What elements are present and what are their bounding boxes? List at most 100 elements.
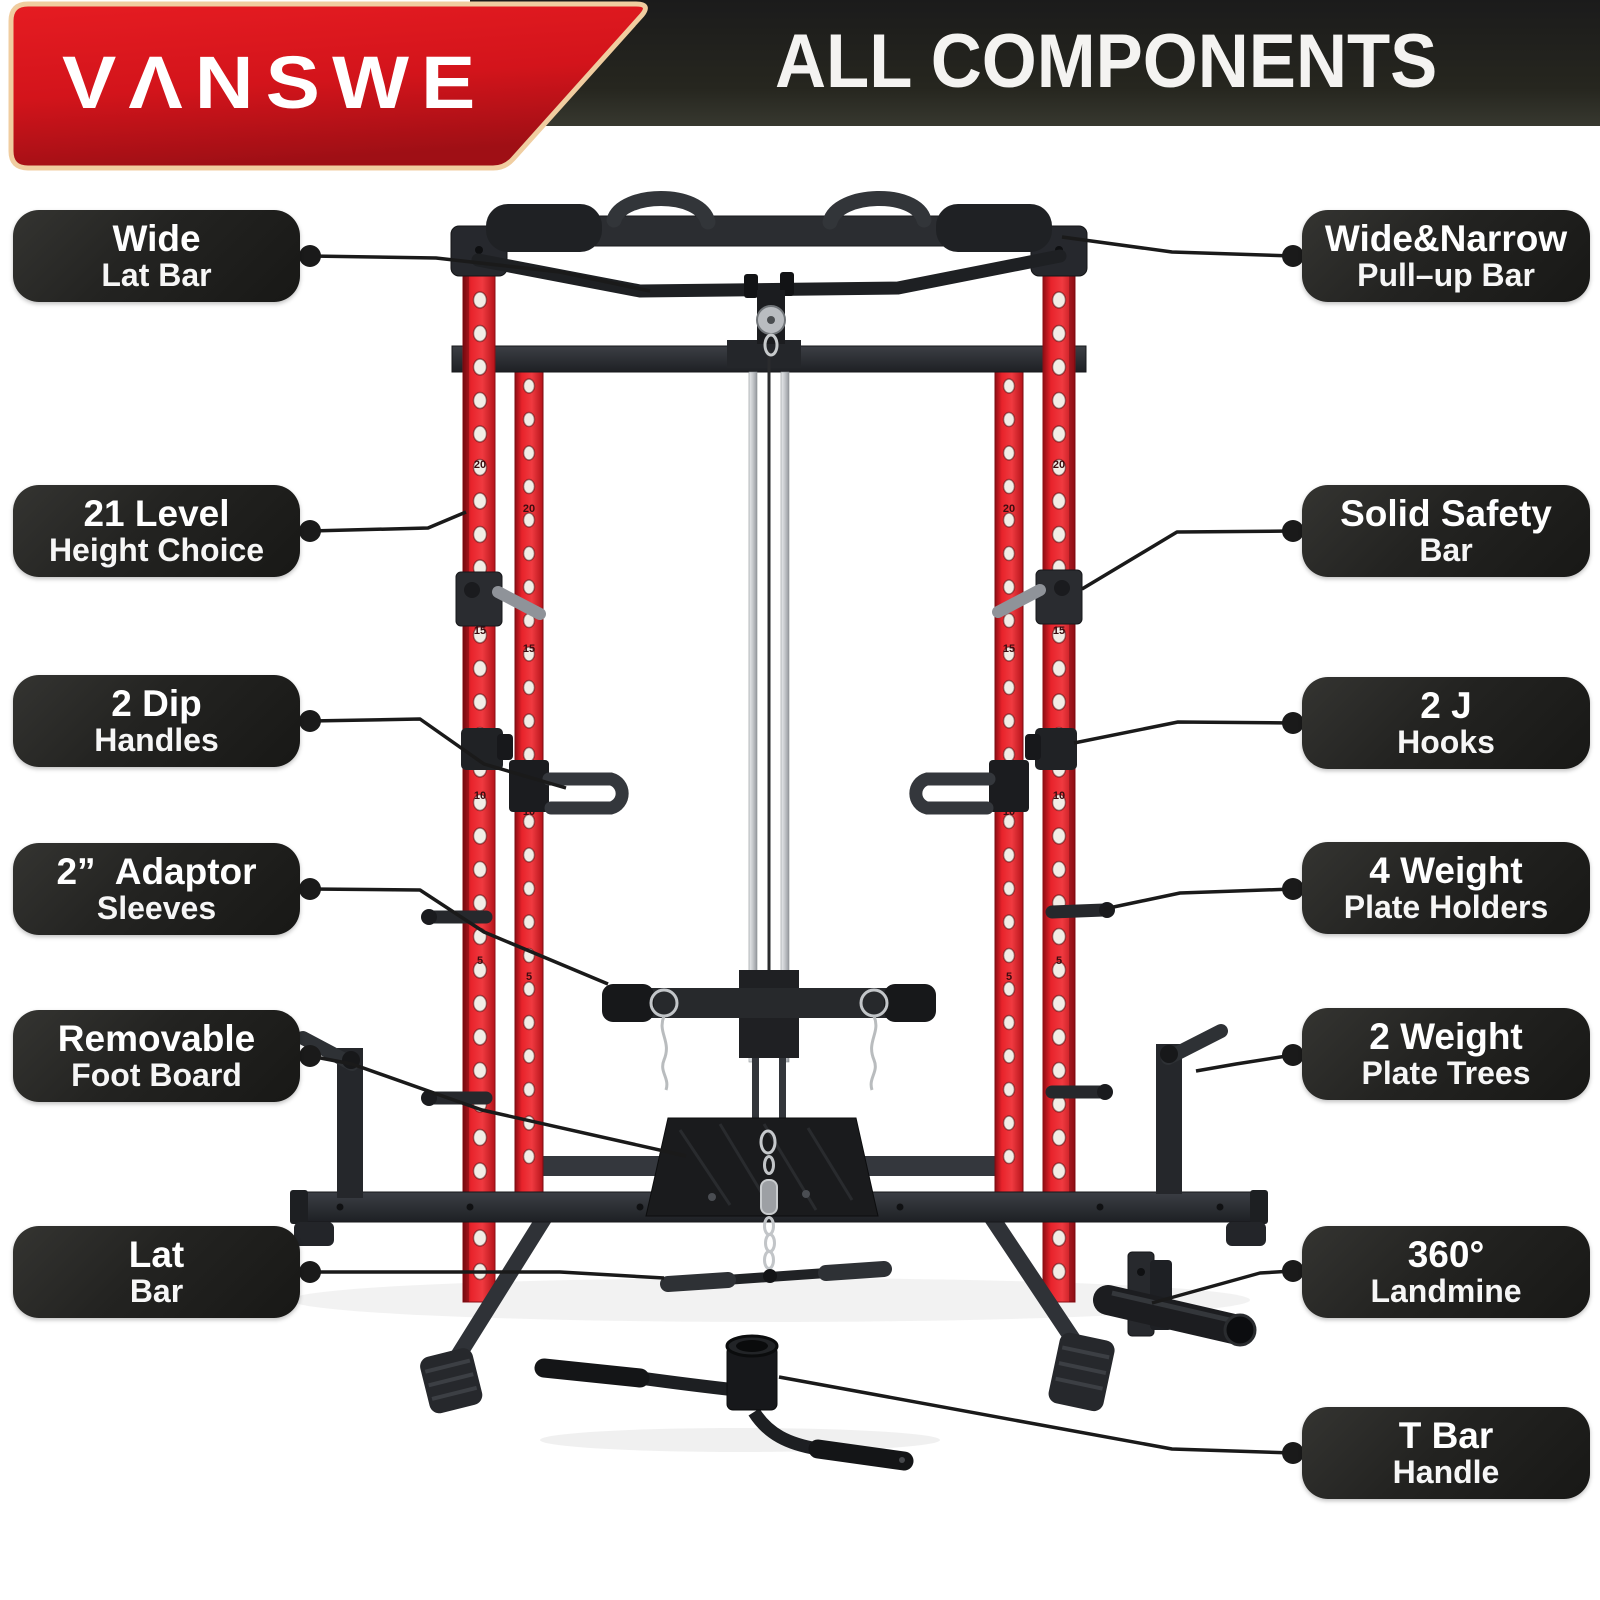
upright-hole [522, 646, 536, 662]
upright-hole [472, 626, 488, 644]
upright-hole [472, 525, 488, 544]
label-removable-foot-board: Removable Foot Board [13, 1010, 300, 1102]
label-line1: Lat [128, 1234, 185, 1276]
connector-safety-bar [1081, 529, 1294, 591]
upright-hole [472, 793, 488, 812]
label-360-landmine: 360° Landmine [1302, 1226, 1590, 1318]
label-line2: Hooks [1397, 723, 1495, 760]
upright-hole [1002, 1148, 1016, 1165]
upright-hole [472, 827, 488, 845]
page-title: ALL COMPONENTS [775, 19, 1438, 104]
front-foot-right [1048, 1332, 1115, 1412]
connector-dot [299, 1045, 321, 1067]
safety-bar-right [992, 569, 1083, 625]
upright-hole [1002, 411, 1016, 428]
upright-hole [1002, 646, 1016, 662]
upright-hole [522, 847, 536, 863]
lat-bar [660, 1261, 892, 1292]
connector-foot-board [309, 1054, 687, 1158]
label-t-bar-handle: T Bar Handle [1302, 1407, 1590, 1499]
upright-hole [1002, 1115, 1016, 1131]
upright-hole [1002, 847, 1016, 863]
label-line1: T Bar [1398, 1415, 1494, 1457]
label-line2: Plate Trees [1361, 1054, 1531, 1091]
upright-hole [1002, 813, 1016, 830]
label-line1: Wide [112, 218, 201, 260]
dip-clamp-right [989, 760, 1029, 812]
connector-dot [1282, 878, 1304, 900]
post-level-number: 15 [1003, 643, 1015, 655]
upright-hole [522, 679, 536, 696]
label-line2: Pull–up Bar [1357, 256, 1535, 293]
label-lat-bar: Lat Bar [13, 1226, 300, 1318]
connector-lat-bar [310, 1270, 665, 1280]
upright-hole [472, 291, 488, 309]
rear-foot-left [294, 1222, 334, 1246]
front-left-upright: 20 15 10 5 [462, 255, 496, 1303]
upright-hole [522, 914, 536, 930]
upright-hole [522, 512, 536, 528]
upright-hole [522, 1148, 536, 1165]
connector-dot [1282, 1044, 1304, 1066]
label-line2: Handle [1392, 1453, 1500, 1490]
j-hook-right [1025, 728, 1077, 770]
dip-handle-left [542, 772, 629, 815]
label-line2: Plate Holders [1343, 888, 1549, 925]
upright-hole [1051, 458, 1067, 477]
j-hook-left [461, 728, 513, 770]
label-line1: 2” Adaptor [56, 851, 257, 893]
upright-hole [472, 693, 488, 711]
label-line2: Height Choice [48, 531, 265, 568]
label-line2: Handles [94, 721, 219, 758]
adaptor-sleeve-left [602, 984, 654, 1022]
connector-dot [1282, 1442, 1304, 1464]
dip-handle-right [909, 772, 996, 815]
pull-up-pad-right [936, 204, 1052, 252]
connector-wide-lat-bar [309, 254, 651, 293]
upright-hole [1002, 713, 1016, 729]
connector-dot [1282, 1260, 1304, 1282]
upright-hole [522, 981, 536, 997]
connector-dot [299, 1261, 321, 1283]
connector-dot [299, 710, 321, 732]
post-level-number: 20 [1053, 459, 1065, 471]
foot-board [645, 1117, 879, 1217]
upright-hole [1051, 626, 1067, 644]
upright-hole [522, 545, 536, 562]
upright-hole [1051, 1162, 1067, 1180]
upright-hole [1051, 860, 1067, 879]
upright-hole [472, 659, 488, 678]
label-4-weight-plate-holders: 4 Weight Plate Holders [1302, 842, 1590, 934]
upright-hole [1002, 914, 1016, 930]
label-21-level-height-choice: 21 Level Height Choice [13, 485, 300, 577]
connector-j-hooks [1073, 720, 1294, 745]
brand-panel-shape [8, 1, 648, 171]
upright-hole [1051, 994, 1067, 1013]
upright-hole [522, 1014, 536, 1031]
upright-hole [1051, 324, 1067, 343]
brand-logo: VΛNSWE [62, 41, 488, 124]
upright-hole [1051, 358, 1067, 376]
upright-hole [1002, 378, 1016, 394]
upright-hole [1002, 679, 1016, 696]
upright-hole [1002, 1014, 1016, 1031]
connector-plate-trees [1195, 1053, 1294, 1073]
plate-tree-right [1156, 1024, 1228, 1194]
label-line2: Bar [1419, 531, 1473, 568]
upright-hole [472, 324, 488, 343]
connector-dot [1282, 245, 1304, 267]
post-level-number: 5 [1006, 971, 1012, 983]
post-level-number: 20 [474, 459, 486, 471]
label-line1: 2 Weight [1369, 1016, 1523, 1058]
upright-hole [472, 1061, 488, 1080]
upright-hole [1051, 525, 1067, 544]
safety-bar-left [455, 571, 546, 627]
upright-hole [472, 994, 488, 1013]
upright-hole [522, 478, 536, 495]
upright-hole [1002, 445, 1016, 461]
connector-dot [299, 245, 321, 267]
upright-hole [522, 411, 536, 428]
post-level-number: 5 [477, 955, 483, 967]
